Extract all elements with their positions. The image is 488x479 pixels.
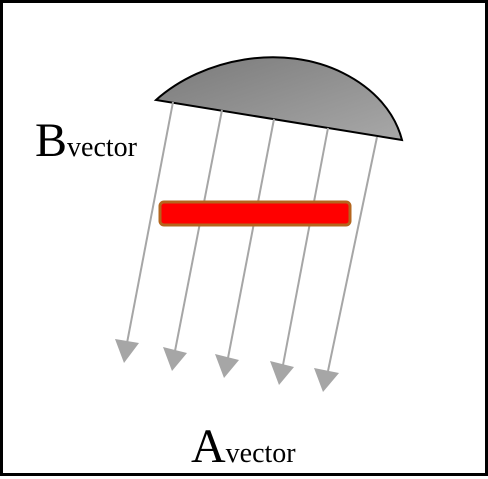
arrow-1-shaft — [126, 101, 174, 344]
label-b-main: B — [35, 114, 68, 167]
scene — [115, 56, 404, 392]
arrow-4-shaft — [282, 127, 329, 366]
label-a-main: A — [191, 420, 226, 473]
arrow-5 — [314, 136, 378, 392]
arrow-3-shaft — [227, 118, 275, 359]
arrow-2-head — [163, 347, 187, 371]
arrow-2-shaft — [174, 109, 223, 352]
arrow-group — [115, 101, 378, 392]
label-a-sub: vector — [225, 438, 296, 469]
label-a-vector: Avector — [191, 423, 296, 471]
arrow-4-head — [270, 361, 294, 385]
arrow-4 — [270, 127, 329, 385]
arrow-1 — [115, 101, 174, 363]
arrow-5-head — [314, 368, 339, 392]
label-b-sub: vector — [67, 132, 137, 163]
arrow-3 — [215, 118, 275, 378]
red-bar — [158, 200, 352, 227]
lens-dome — [153, 56, 404, 142]
arrow-3-head — [215, 354, 239, 378]
arrow-5-shaft — [327, 136, 378, 372]
label-b-vector: Bvector — [35, 117, 137, 165]
arrow-1-head — [115, 339, 139, 363]
arrow-2 — [163, 109, 223, 371]
